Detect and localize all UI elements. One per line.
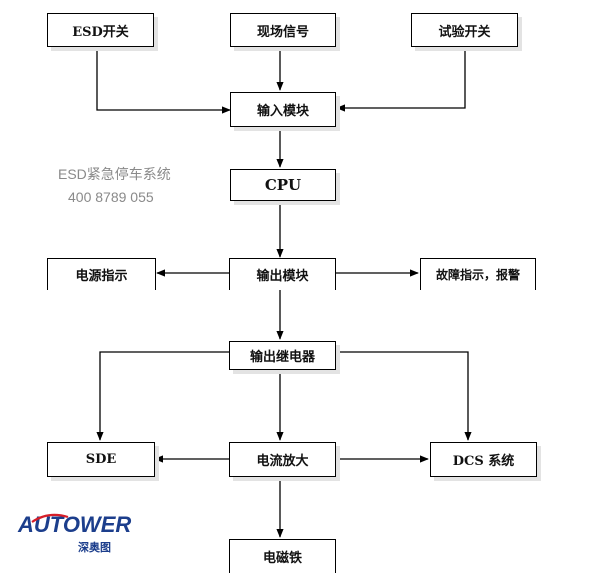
node-fault-alarm: 故障指示，报警 (420, 258, 536, 290)
node-current-amplifier: 电流放大 (229, 442, 336, 477)
node-power-indicator: 电源指示 (47, 258, 156, 290)
node-current-amplifier-label: 电流放大 (256, 454, 309, 469)
node-solenoid-label: 电磁铁 (262, 551, 302, 566)
connector-relay-to-dcs (336, 351, 472, 441)
connector-test-to-input (336, 47, 466, 112)
node-output-module-label: 输出模块 (256, 269, 309, 284)
watermark-title: ESD紧急停车系统 (58, 166, 171, 182)
node-power-indicator-label: 电源指示 (75, 269, 128, 284)
node-cpu: CPU (230, 169, 336, 201)
node-input-module-label: 输入模块 (256, 104, 309, 119)
node-test-switch-label: 试验开关 (438, 24, 491, 40)
node-output-relay: 输出继电器 (229, 341, 336, 370)
connector-esd-to-input (96, 47, 231, 114)
node-test-switch: 试验开关 (411, 13, 518, 47)
node-esd-switch-label: ESD开关 (72, 24, 129, 40)
node-sde-label: SDE (85, 452, 117, 467)
logo-brand-cn: 深奥图 (78, 541, 111, 554)
node-sde: SDE (47, 442, 155, 477)
connector-relay-to-sde (96, 351, 229, 441)
autower-logo: AUTOWER 深奥图 (10, 512, 131, 562)
node-fault-alarm-label: 故障指示，报警 (435, 268, 520, 282)
node-solenoid: 电磁铁 (229, 539, 336, 573)
watermark-phone: 400 8789 055 (68, 189, 154, 205)
node-output-relay-label: 输出继电器 (249, 350, 315, 365)
node-cpu-label: CPU (264, 176, 302, 194)
node-esd-switch: ESD开关 (47, 13, 154, 47)
node-input-module: 输入模块 (230, 92, 336, 127)
node-dcs-system-label: DCS 系统 (452, 454, 515, 469)
node-output-module: 输出模块 (229, 258, 336, 290)
node-field-signal-label: 现场信号 (256, 24, 309, 40)
logo-swoosh-icon (31, 513, 69, 523)
node-dcs-system: DCS 系统 (430, 442, 537, 477)
node-field-signal: 现场信号 (230, 13, 336, 47)
